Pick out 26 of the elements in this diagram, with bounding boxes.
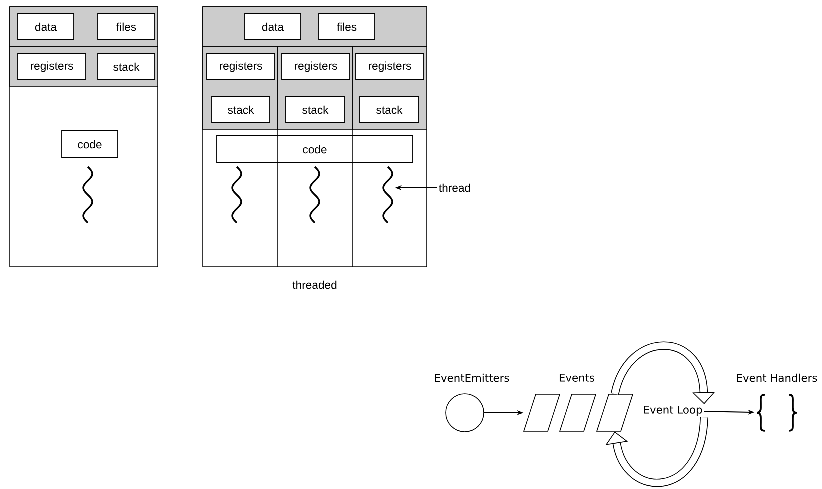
heading: Events xyxy=(560,374,595,382)
block-arrow xyxy=(611,342,716,404)
segment-box: registers xyxy=(356,54,424,80)
heading: EventEmitters xyxy=(435,374,510,382)
heading: Event Handlers xyxy=(737,374,818,382)
segment-box: registers xyxy=(18,54,86,80)
thread-squiggle xyxy=(232,166,242,224)
thread-squiggle xyxy=(310,166,320,224)
label-text: thread xyxy=(439,184,470,192)
node-label: threaded xyxy=(292,280,337,290)
segment-box: files xyxy=(318,14,376,40)
segment-box: code xyxy=(62,130,118,158)
block-arrow xyxy=(606,417,708,487)
segment-box: data xyxy=(18,14,74,40)
segment-box: code xyxy=(216,136,414,164)
segment-box: stack xyxy=(98,54,156,80)
segment-box: registers xyxy=(282,54,350,80)
segment-box: stack xyxy=(360,96,420,124)
segment-box: files xyxy=(98,14,156,40)
thread-squiggle xyxy=(382,166,394,224)
label-text: Event Loop xyxy=(644,406,702,416)
segment-box: registers xyxy=(206,54,276,80)
segment-box: stack xyxy=(212,96,270,124)
segment-box: stack xyxy=(286,96,346,124)
segment-box: data xyxy=(244,14,302,40)
thread-squiggle xyxy=(82,166,94,224)
